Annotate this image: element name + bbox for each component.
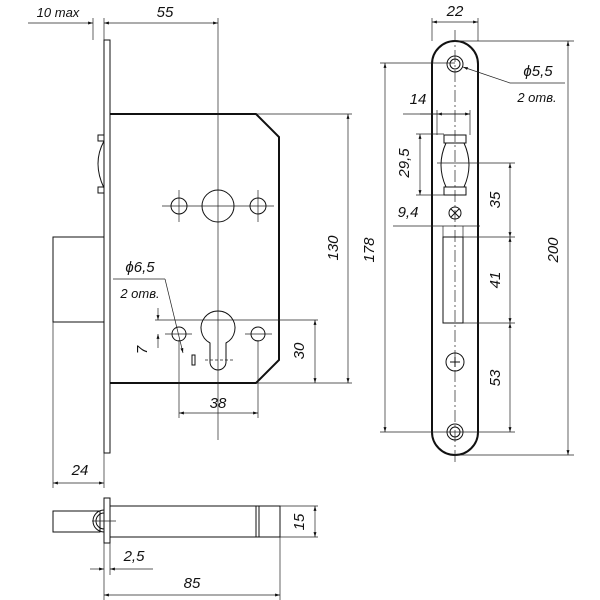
dim-85: 85 — [184, 575, 201, 592]
hole-count-label: 2 отв. — [119, 286, 159, 301]
dim-53: 53 — [487, 369, 504, 386]
cylinder-hole — [200, 310, 236, 371]
dim-24: 24 — [71, 462, 89, 479]
dim-35: 35 — [487, 191, 504, 208]
dim-130: 130 — [325, 235, 342, 261]
bolt-side — [52, 236, 105, 323]
bottom-view: 15 2,5 85 — [52, 497, 318, 600]
latch-front — [440, 134, 470, 196]
lock-body — [110, 113, 280, 384]
dim-9-4: 9,4 — [398, 204, 419, 221]
hole-count-label: 2 отв. — [516, 90, 556, 105]
dim-10max: 10 max — [37, 5, 80, 20]
hole-diameter-label: ϕ6,5 — [125, 259, 155, 276]
dim-55: 55 — [157, 4, 174, 21]
dim-178: 178 — [361, 237, 378, 263]
dim-30: 30 — [291, 342, 308, 359]
mounting-hole — [449, 58, 461, 70]
dim-7: 7 — [134, 345, 151, 354]
faceplate-side — [103, 39, 111, 454]
dim-41: 41 — [487, 272, 504, 289]
spindle-screw-hole — [249, 197, 267, 215]
dim-200: 200 — [545, 237, 562, 264]
dim-38: 38 — [210, 395, 227, 412]
dim-2-5: 2,5 — [123, 548, 146, 565]
front-view: 22 ϕ5,5 2 отв. 14 29,5 9,4 35 41 53 178 … — [361, 3, 574, 462]
dim-15: 15 — [291, 513, 308, 530]
dim-22: 22 — [446, 3, 464, 20]
spindle-hole — [201, 189, 235, 223]
spindle-screw-hole — [170, 197, 188, 215]
screw-icon — [445, 352, 465, 372]
hole-diameter-label: ϕ5,5 — [523, 63, 553, 80]
dim-14: 14 — [410, 91, 427, 108]
body-bottom — [109, 505, 281, 538]
screw-icon — [448, 206, 462, 220]
dim-29-5: 29,5 — [396, 148, 413, 179]
bolt-slot — [442, 236, 464, 324]
side-view: 10 max 55 130 30 38 7 ϕ6,5 2 отв. 24 — [28, 4, 352, 488]
latch-side — [97, 134, 105, 194]
